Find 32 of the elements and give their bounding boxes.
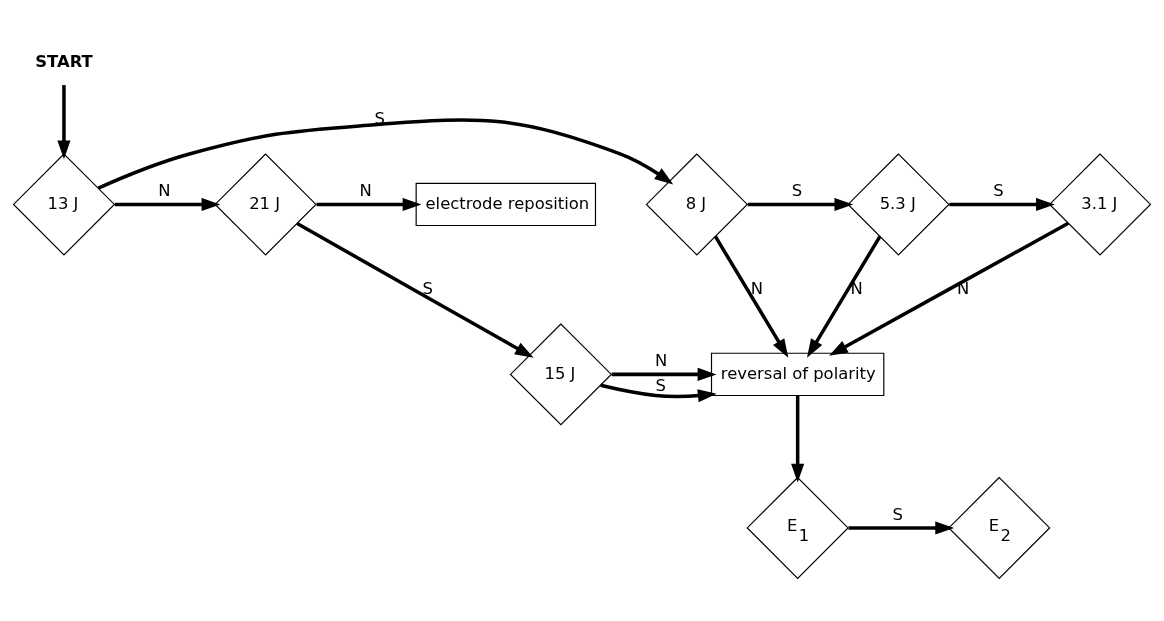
edge-label: N (750, 278, 764, 298)
edge-label: S (422, 278, 434, 298)
arrow (949, 197, 1055, 211)
node-text: START (35, 51, 93, 71)
node-box: reversal of polarity (710, 352, 885, 397)
arrow (806, 235, 882, 358)
node-box: electrode reposition (415, 182, 597, 227)
arrow (316, 197, 422, 211)
edge-label: S (655, 376, 666, 396)
arrow (296, 222, 534, 358)
edge-label: N (158, 181, 171, 201)
edge-label: S (791, 181, 803, 201)
arrow (611, 367, 717, 381)
node-diamond: 5.3 J (847, 153, 950, 256)
arrow (713, 235, 789, 358)
edge-label: S (993, 181, 1004, 201)
arrow (747, 197, 854, 211)
node-diamond: 15 J (509, 323, 613, 426)
arrow (57, 85, 71, 160)
edge-label: N (359, 181, 372, 201)
edge-label: N (654, 351, 668, 371)
arrow (114, 197, 221, 211)
node-diamond: 13 J (12, 153, 116, 256)
node-diamond: 21 J (214, 153, 317, 256)
arrow (97, 118, 674, 190)
edge-label: S (892, 504, 903, 524)
node-diamond: 3.1 J (1048, 153, 1152, 256)
arrow (829, 221, 1070, 356)
node-diamond: 8 J (645, 153, 749, 256)
arrow (791, 395, 805, 483)
arrow (600, 383, 717, 403)
arrow (848, 521, 955, 535)
